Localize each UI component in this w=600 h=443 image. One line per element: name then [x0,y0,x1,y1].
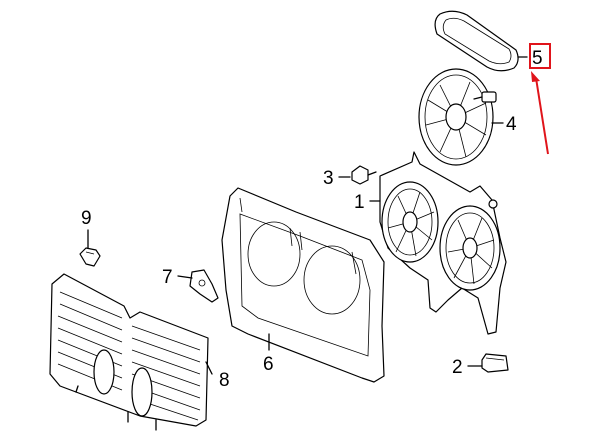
part-3-bolt[interactable] [351,165,377,185]
part-9-push-clip[interactable] [79,247,101,267]
callout-4[interactable]: 4 [506,114,517,135]
callout-5-highlight-box [529,43,551,69]
red-arrow-shaft [535,77,549,155]
red-arrow-head-icon [531,71,540,82]
part-5-gasket[interactable] [434,10,519,72]
part-1-fan-shroud[interactable] [379,151,507,335]
callout-5[interactable]: 5 [532,48,543,69]
callout-7[interactable]: 7 [162,267,173,288]
callout-5-highlight [529,43,551,155]
callout-8[interactable]: 8 [219,370,230,391]
part-7-bracket[interactable] [189,269,219,303]
callout-6[interactable]: 6 [263,354,274,375]
part-6-support-frame[interactable] [221,187,385,383]
part-2-clip[interactable] [481,353,509,373]
leader-lines [87,56,528,375]
callout-3[interactable]: 3 [323,168,334,189]
callout-1[interactable]: 1 [354,192,365,213]
callout-9[interactable]: 9 [81,208,92,229]
part-8-grille[interactable] [49,273,209,431]
callout-2[interactable]: 2 [452,357,463,378]
part-4-fan[interactable] [418,68,497,166]
